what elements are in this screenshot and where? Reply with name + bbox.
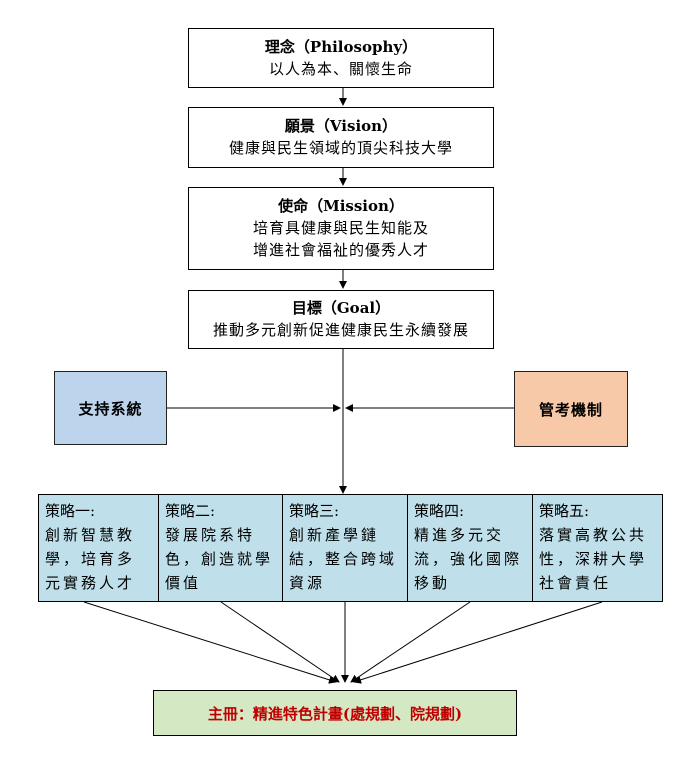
strategy-5: 策略五: 落實高教公共性，深耕大學社會責任 (532, 494, 663, 602)
goal-body: 推動多元創新促進健康民生永續發展 (212, 321, 469, 339)
support-system-box: 支持系統 (54, 371, 167, 445)
arrow-strategy4-main (350, 601, 471, 683)
vision-box: 願景（Vision） 健康與民生領域的頂尖科技大學 (188, 107, 494, 168)
control-mechanism-label: 管考機制 (538, 400, 603, 419)
strategy-4-body: 精進多元交流，強化國際移動 (414, 526, 523, 592)
strategy-3-body: 創新產學鏈結，整合跨域資源 (289, 526, 398, 592)
strategy-1-body: 創新智慧教學，培育多元實務人才 (45, 526, 136, 592)
main-plan-label: 主冊：精進特色計畫(處規劃、院規劃) (207, 704, 463, 723)
goal-box: 目標（Goal） 推動多元創新促進健康民生永續發展 (188, 290, 494, 349)
strategy-1-title: 策略一: (45, 502, 96, 520)
mission-line2: 增進社會福祉的優秀人才 (252, 241, 429, 259)
support-system-label: 支持系統 (78, 399, 143, 418)
strategy-2-title: 策略二: (165, 502, 216, 520)
goal-title: 目標（Goal） (291, 299, 391, 317)
strategy-4: 策略四: 精進多元交流，強化國際移動 (407, 494, 533, 602)
vision-title: 願景（Vision） (284, 117, 398, 135)
strategy-4-title: 策略四: (414, 502, 465, 520)
main-plan-box: 主冊：精進特色計畫(處規劃、院規劃) (153, 690, 517, 736)
arrow-strategy2-main (220, 601, 340, 683)
mission-line1: 培育具健康與民生知能及 (252, 219, 429, 237)
strategy-2-body: 發展院系特色，創造就學價值 (165, 526, 274, 592)
strategy-3-title: 策略三: (289, 502, 340, 520)
strategy-5-title: 策略五: (539, 502, 590, 520)
philosophy-title: 理念（Philosophy） (264, 38, 418, 56)
philosophy-box: 理念（Philosophy） 以人為本、關懷生命 (188, 28, 494, 88)
vision-body: 健康與民生領域的頂尖科技大學 (228, 139, 453, 157)
strategy-2: 策略二: 發展院系特色，創造就學價值 (158, 494, 283, 602)
arrow-strategy5-main (353, 601, 603, 684)
philosophy-body: 以人為本、關懷生命 (268, 60, 413, 78)
strategy-1: 策略一: 創新智慧教學，培育多元實務人才 (38, 494, 159, 602)
mission-title: 使命（Mission） (278, 197, 404, 215)
control-mechanism-box: 管考機制 (514, 371, 628, 447)
strategy-5-body: 落實高教公共性，深耕大學社會責任 (539, 526, 648, 592)
strategy-3: 策略三: 創新產學鏈結，整合跨域資源 (282, 494, 408, 602)
mission-box: 使命（Mission） 培育具健康與民生知能及 增進社會福祉的優秀人才 (188, 187, 494, 270)
arrow-strategy1-main (83, 601, 337, 684)
